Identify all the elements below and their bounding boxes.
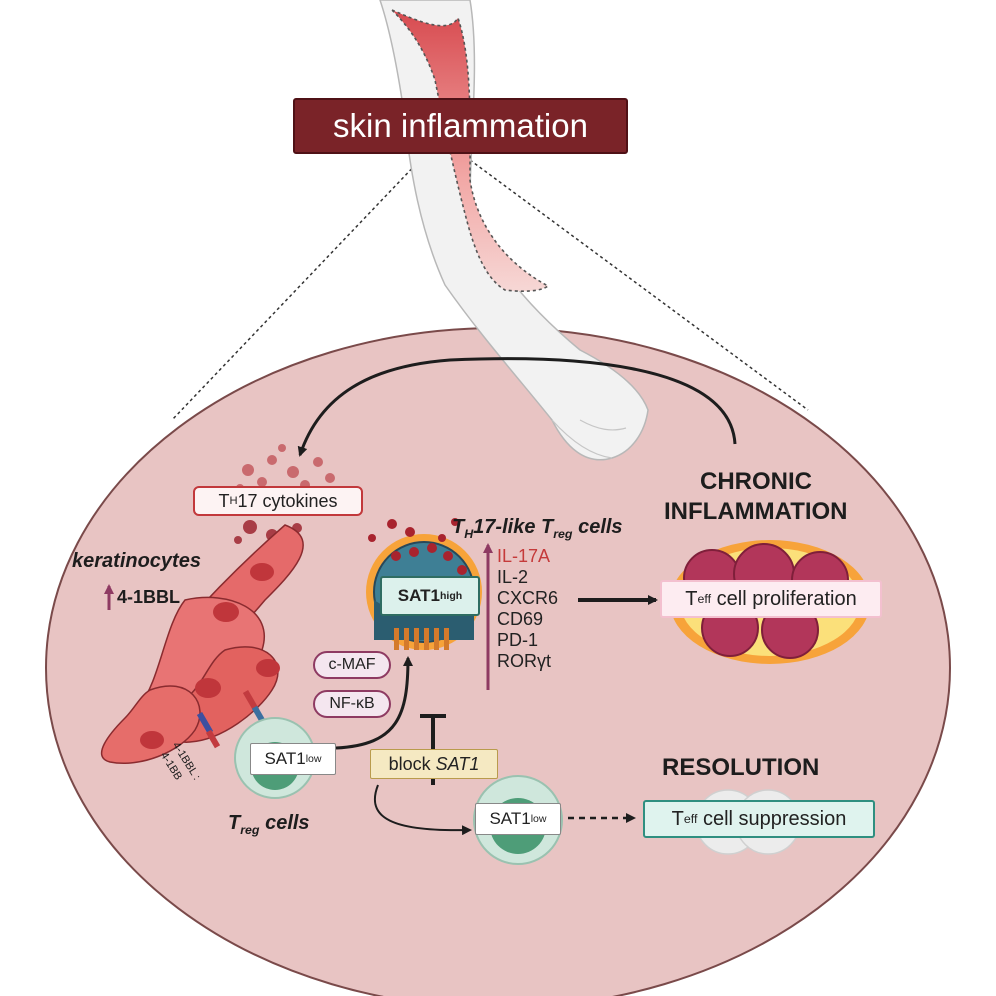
marker-list: IL-17A IL-2 CXCR6 CD69 PD-1 RORγt [497,546,558,672]
resolution-heading: RESOLUTION [662,754,820,781]
nfkb-text: NF-κB [329,695,375,712]
block-prefix: block [388,753,436,774]
marker-il2: IL-2 [497,567,529,587]
th17-mid: 17-like T [473,516,554,538]
block-gene: SAT1 [435,753,480,774]
keratinocyte-marker: 4-1BBL [117,587,181,607]
th17-like-treg-label: TH17-like Treg cells [452,516,623,541]
cytokines-prefix: T [218,490,230,511]
marker-rorgt: RORγt [497,651,551,671]
nfkb-pill: NF-κB [313,690,391,718]
sat1-low-resolved-text: SAT1 [489,809,531,828]
marker-il17a: IL-17A [497,546,551,566]
th17-suffix: cells [572,516,623,538]
sat1-high-text: SAT1 [397,586,440,605]
sat1-low-text: SAT1 [264,749,306,768]
suppression-prefix: T [671,807,684,830]
proliferation-prefix: T [685,587,698,610]
block-arrow [373,784,472,836]
title-text: skin inflammation [333,107,588,144]
sat1-high-sup: high [439,590,463,602]
proliferation-sub: eff [697,592,712,606]
title-banner: skin inflammation [293,98,628,154]
keratinocytes-label: keratinocytes [72,550,201,572]
th17-sub1: H [464,527,474,541]
treg-prefix: T [228,812,241,834]
cytokines-suffix: 17 cytokines [237,490,338,511]
sat1-low-resolved-sup: low [530,813,547,825]
marker-pd1: PD-1 [497,630,539,650]
chronic-heading-line1: CHRONIC [700,468,812,495]
cmaf-text: c-MAF [328,656,376,673]
feedback-loop-arrow [297,357,737,457]
sat1-low-sup: low [305,753,322,765]
ligand-receptor-pairs [196,689,267,749]
treg-cells-label: Treg cells [228,812,310,837]
activation-arrow [335,656,413,750]
block-sat1-box: block SAT1 [370,749,498,779]
suppression-suffix: cell suppression [697,807,847,830]
cmaf-pill: c-MAF [313,651,391,679]
treg-suffix: cells [259,812,310,834]
marker-cxcr6: CXCR6 [497,588,559,608]
th17-prefix: T [452,516,465,538]
cytokines-sub: H [229,495,238,507]
chronic-heading-line2: INFLAMMATION [664,498,848,525]
zoom-line-right [469,159,809,411]
th17-sub2: reg [553,527,573,541]
treg-sub: reg [240,823,260,837]
proliferation-suffix: cell proliferation [711,587,857,610]
keratinocyte-cells [100,524,304,764]
marker-cd69: CD69 [497,609,544,629]
suppression-sub: eff [683,812,698,826]
